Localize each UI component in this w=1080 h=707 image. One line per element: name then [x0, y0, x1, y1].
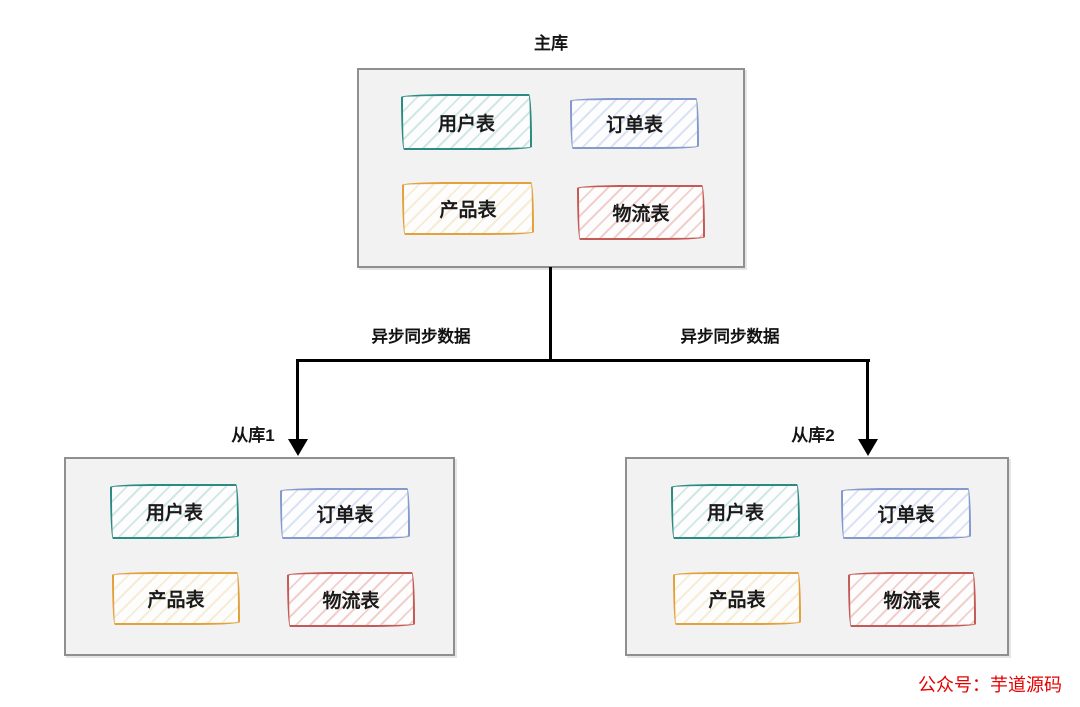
- slave2-table-products: 产品表: [673, 572, 801, 625]
- slave2-table-logistics: 物流表: [848, 572, 976, 627]
- sync-connector-right-drop: [866, 359, 869, 441]
- master-table-orders: 订单表: [570, 98, 699, 149]
- master-table-logistics: 物流表: [577, 185, 705, 240]
- sync-label-left: 异步同步数据: [367, 323, 475, 347]
- master-db-title: 主库: [534, 34, 568, 53]
- sync-label-right: 异步同步数据: [676, 323, 784, 347]
- arrow-down-left-icon: [288, 439, 308, 456]
- slave1-table-orders: 订单表: [280, 488, 410, 539]
- master-table-products: 产品表: [402, 182, 534, 235]
- master-db-box: 用户表 订单表 产品表 物流表: [357, 68, 745, 268]
- slave1-table-products: 产品表: [112, 572, 240, 625]
- sync-connector-stem: [549, 267, 552, 362]
- slave2-table-users: 用户表: [671, 484, 800, 539]
- sync-connector-horizontal: [296, 359, 870, 362]
- slave2-db-box: 用户表 订单表 产品表 物流表: [625, 457, 1009, 656]
- watermark-text: 公众号：芋道源码: [918, 675, 1062, 695]
- slave1-db-title: 从库1: [231, 426, 275, 445]
- slave1-db-box: 用户表 订单表 产品表 物流表: [64, 457, 455, 656]
- slave1-table-logistics: 物流表: [287, 572, 415, 627]
- arrow-down-right-icon: [858, 439, 878, 456]
- master-table-users: 用户表: [401, 94, 532, 150]
- slave2-table-orders: 订单表: [841, 488, 971, 539]
- slave2-db-title: 从库2: [791, 426, 835, 445]
- sync-connector-left-drop: [296, 359, 299, 441]
- slave1-table-users: 用户表: [110, 484, 239, 539]
